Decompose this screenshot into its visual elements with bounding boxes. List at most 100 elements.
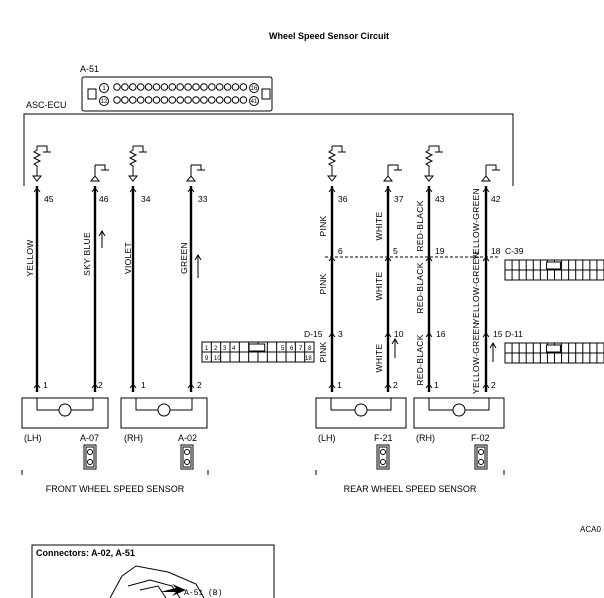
ecu-pin-1: 1 [102, 86, 106, 92]
ecu-pin-cell [200, 83, 208, 91]
ecu-pin-cell [200, 96, 208, 104]
c39-id: C-39 [505, 246, 524, 256]
ecu-pin-45: 45 [44, 194, 54, 204]
output-arrow-icon [185, 165, 197, 182]
rear-rh-connector-id: F-02 [471, 433, 490, 443]
front-rh-connector-id: A-02 [178, 433, 197, 443]
ecu-pin-cell [231, 83, 240, 91]
pull-up-resistor-icon [327, 146, 337, 176]
ecu-pin-34: 34 [141, 194, 151, 204]
terminal-mark-icon [91, 383, 99, 389]
ecu-pin-33: 33 [198, 194, 208, 204]
c39-pin-19: 19 [435, 246, 445, 256]
terminal-mark-icon [328, 187, 336, 193]
ecu-pin-cell [160, 83, 169, 91]
connector-face-c39 [504, 259, 604, 281]
output-arrow-icon [382, 165, 394, 182]
wire-label-white-mid: WHITE [374, 272, 384, 301]
rear-lh-connector-id: F-21 [374, 433, 393, 443]
front-rh-side-label: (RH) [124, 433, 143, 443]
terminal-mark-icon [482, 187, 490, 193]
front-lh-sensor-pin-2: 2 [98, 380, 103, 390]
wire-label-green: GREEN [179, 242, 189, 274]
wire-label-sky-blue: SKY BLUE [82, 232, 92, 276]
wire-label-white-upper: WHITE [374, 212, 384, 241]
sensor-housing [120, 397, 208, 429]
mini-connector-outline [376, 444, 390, 470]
d11-id: D-11 [505, 329, 523, 339]
diagram-title: Wheel Speed Sensor Circuit [269, 31, 389, 41]
supply-symbol-icon [332, 145, 346, 153]
ecu-pin-cell [113, 96, 121, 104]
junction-mark-icon [425, 256, 433, 262]
wire-label-yellow-green-upper: YELLOW-GREEN [471, 188, 481, 260]
front-connector-pin-number: 6 [290, 346, 294, 352]
ecu-pin-cell [152, 83, 161, 91]
wire-label-pink-upper: PINK [318, 215, 328, 236]
mini-connector-pin [184, 459, 190, 465]
terminal-mark-icon [129, 187, 137, 193]
terminal-mark-icon [425, 383, 433, 389]
sensor-housing [315, 397, 407, 429]
terminal-mark-icon [129, 383, 137, 389]
terminal-mark-icon [384, 383, 392, 389]
ecu-pin-41: 41 [251, 99, 258, 105]
wire-label-yellow-green-mid: YELLOW-GREEN [471, 252, 481, 324]
ecu-pin-cell [231, 96, 240, 104]
rear-lh-sensor-pin-2: 2 [393, 380, 398, 390]
c39-pin-5: 5 [393, 246, 398, 256]
junction-mark-icon [328, 332, 336, 338]
ecu-pin-cell [192, 83, 200, 91]
ecu-pin-cell [168, 96, 177, 104]
front-ecu-pins: 45 46 34 33 [44, 194, 208, 204]
front-lh-sensor [21, 397, 109, 429]
wire-label-red-black-lower: RED-BLACK [415, 334, 425, 385]
c39-connector-face [504, 259, 604, 281]
front-connector-pin-number: 4 [232, 346, 236, 352]
ecu-pin-cell [136, 83, 145, 91]
pull-up-resistor-icon [424, 146, 434, 176]
connectors-panel: Connectors: A-02, A-51 A-51 (B) [31, 544, 275, 598]
two-pin-connector-icon [474, 444, 488, 470]
sensor-housing [21, 397, 109, 429]
ground-icon [486, 164, 500, 171]
arrow-head-icon [194, 254, 202, 261]
ecu-pin-cell [136, 96, 145, 104]
arrow-head-icon [98, 230, 106, 237]
c39-pin-18: 18 [491, 246, 501, 256]
front-rh-sensor-pin-2: 2 [197, 380, 202, 390]
wire-label-white-lower: WHITE [374, 344, 384, 373]
ecu-pin-cell [239, 83, 248, 91]
ecu-pin-cell [184, 96, 192, 104]
terminal-mark-icon [384, 187, 392, 193]
ecu-pin-42: 42 [491, 194, 501, 204]
connector-face-front [201, 341, 315, 363]
ground-icon [95, 164, 109, 171]
ecu-pin-cells [113, 83, 248, 104]
front-connector-pin-number: 1 [205, 346, 209, 352]
connector-face-d11 [504, 342, 604, 364]
front-connector-pin-number: 18 [305, 356, 312, 362]
rear-lh-side-label: (LH) [318, 433, 336, 443]
front-sensor-group-label: FRONT WHEEL SPEED SENSOR [46, 484, 185, 494]
mini-connector-outline [474, 444, 488, 470]
ecu-pin-16: 16 [251, 86, 258, 92]
mini-connector-pin [87, 449, 93, 455]
sensor-lead [135, 398, 193, 411]
ecu-pin-cell [144, 83, 153, 91]
rear-upper-wire-labels: PINK WHITE RED-BLACK YELLOW-GREEN [318, 188, 481, 260]
terminal-mark-icon [482, 383, 490, 389]
rear-lh-sensor [315, 397, 407, 429]
ecu-pin-cell [144, 96, 153, 104]
sensor-lead [36, 398, 94, 411]
input-arrow-icon [31, 175, 43, 182]
ecu-pin-cell [215, 83, 224, 91]
c39-pin-6: 6 [338, 246, 343, 256]
ecu-pin-cell [176, 83, 184, 91]
mini-connector-pin [478, 449, 484, 455]
front-connector-pin-number: 5 [281, 346, 285, 352]
supply-symbol-icon [133, 145, 147, 153]
wire-label-violet: VIOLET [123, 242, 133, 274]
